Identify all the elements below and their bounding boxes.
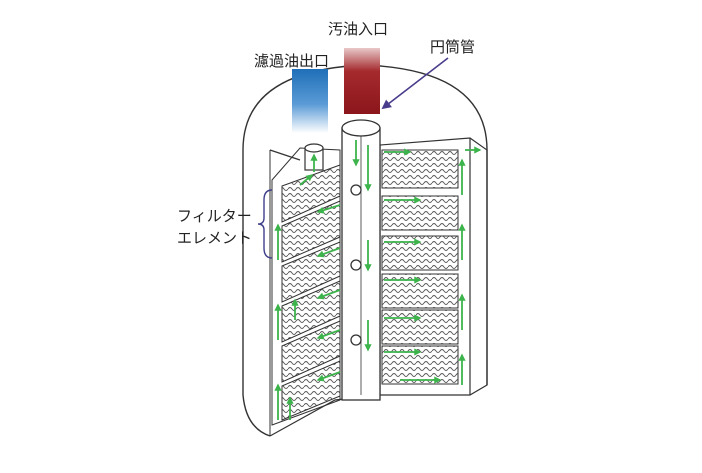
center-tube xyxy=(341,119,381,401)
tube-hole xyxy=(350,334,362,346)
tube-hole xyxy=(350,184,362,196)
filter-element-label-line1: フィルター xyxy=(177,207,252,225)
filtered-oil-outlet-flow xyxy=(292,69,328,133)
dirty-oil-inlet-flow xyxy=(344,48,380,114)
center-tube-pointer-arrow xyxy=(381,57,449,110)
flow-arrows xyxy=(274,140,482,420)
right-filter-stack xyxy=(381,149,459,385)
tube-hole xyxy=(350,259,362,271)
housing-left-wall xyxy=(242,150,271,437)
filter-element-label-line2: エレメント xyxy=(177,229,253,247)
filter-element-bracket xyxy=(257,189,273,259)
dirty-oil-inlet-label: 汚油入口 xyxy=(328,20,389,38)
left-filter-stack xyxy=(271,147,341,426)
filtered-oil-outlet-label: 濾過油出口 xyxy=(254,52,330,70)
center-tube-label: 円筒管 xyxy=(430,38,476,56)
